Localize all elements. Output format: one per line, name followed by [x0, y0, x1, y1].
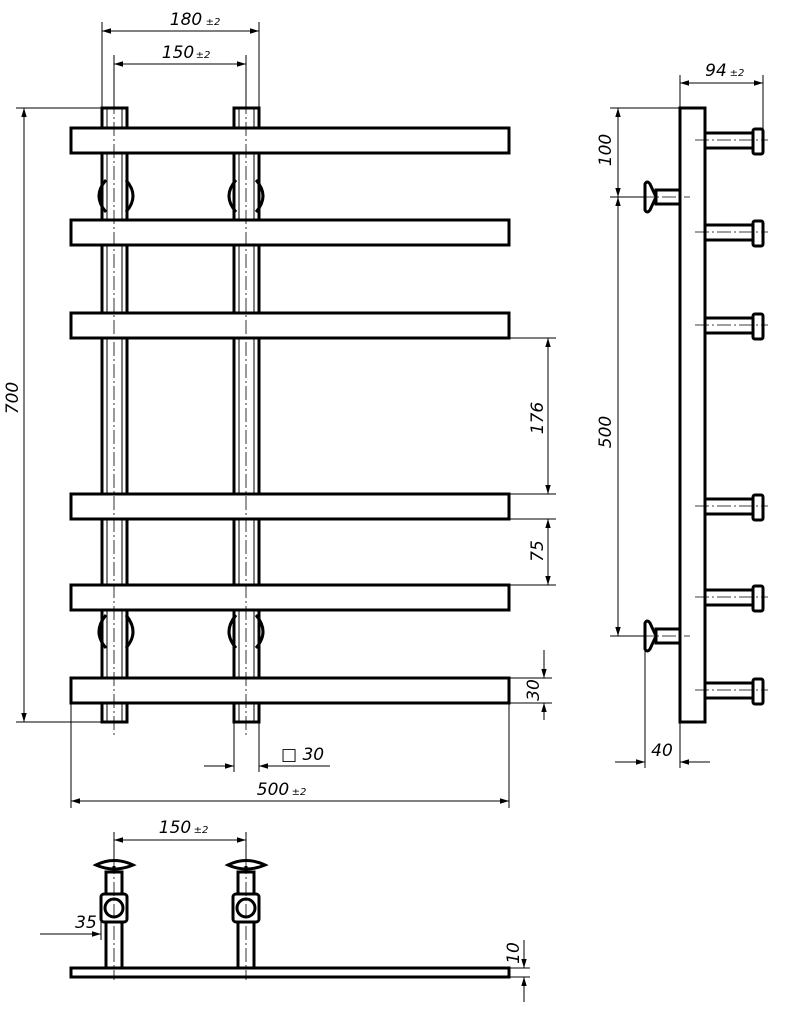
side-wall-brackets [640, 180, 690, 653]
dim-square-label: □ 30 [281, 745, 324, 765]
crossbar-4 [69, 492, 511, 521]
dim-30-label: 30 [524, 679, 544, 701]
dim-40: 40 [615, 649, 710, 768]
front-brackets [97, 179, 265, 649]
dim-square-30: □ 30 [204, 722, 330, 772]
dim-30: 30 [509, 650, 552, 720]
dim-94: 94 ±2 [679, 61, 764, 129]
dim-150-label: 150 [162, 43, 194, 63]
side-vertical-tube [678, 106, 707, 724]
dim-75-label: 75 [528, 540, 548, 562]
dim-180: 180 ±2 [101, 10, 260, 108]
dim-500-width-tol: ±2 [292, 787, 307, 798]
dim-150-top: 150 ±2 [113, 818, 247, 860]
dim-500-width-label: 500 [257, 780, 289, 800]
crossbar-1 [69, 126, 511, 155]
dim-10-label: 10 [504, 942, 524, 964]
dim-500-height-label: 500 [596, 416, 616, 448]
dim-10: 10 [504, 940, 530, 1002]
dim-700: 700 [3, 107, 102, 723]
dim-40-label: 40 [651, 741, 673, 761]
dim-500-height: 500 [596, 197, 645, 637]
front-view: 180 ±2 150 ±2 700 176 [3, 10, 556, 808]
dim-176: 176 [509, 337, 556, 495]
dim-180-label: 180 [170, 10, 202, 30]
left-vertical-tube [100, 106, 129, 724]
right-vertical-tube [232, 106, 261, 724]
crossbar-3 [69, 311, 511, 340]
top-left-mount [92, 859, 137, 970]
top-view-bar [69, 966, 511, 979]
dim-35-label: 35 [75, 913, 97, 933]
top-view: 150 ±2 35 10 [40, 818, 530, 1002]
crossbar-5 [69, 583, 511, 612]
dim-150-top-label: 150 [159, 818, 191, 838]
side-bar-centerlines [695, 139, 768, 691]
dim-180-tol: ±2 [206, 17, 221, 28]
crossbar-6 [69, 676, 511, 705]
dim-150-top-tol: ±2 [194, 825, 209, 836]
dim-94-label: 94 [705, 61, 727, 81]
dim-700-label: 700 [3, 382, 23, 414]
crossbar-2 [69, 218, 511, 247]
top-right-mount [224, 859, 269, 970]
dim-100: 100 [596, 107, 680, 198]
dim-150-tol: ±2 [196, 50, 211, 61]
dim-75: 75 [509, 518, 556, 586]
dim-94-tol: ±2 [730, 68, 745, 79]
dim-35: 35 [40, 913, 102, 940]
dim-150-front: 150 ±2 [113, 43, 247, 108]
dim-500-width: 500 ±2 [70, 703, 510, 808]
dim-176-label: 176 [528, 402, 548, 435]
side-view: 94 ±2 100 500 40 [596, 61, 768, 768]
dim-100-label: 100 [596, 134, 616, 166]
side-bar-ends [703, 127, 765, 706]
